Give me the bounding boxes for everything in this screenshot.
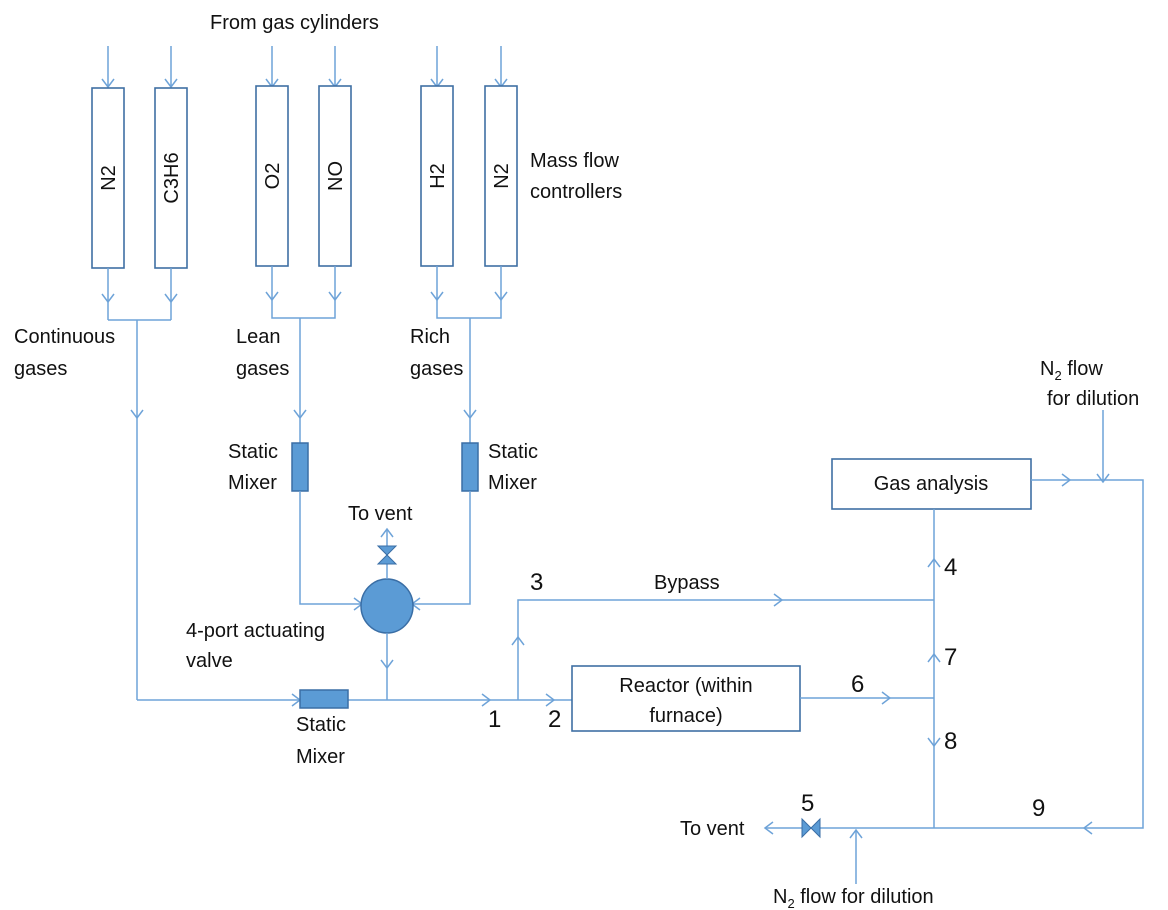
static-mixer-main-label1: Static [296, 714, 346, 736]
point-5: 5 [801, 790, 814, 817]
continuous-label-line1: Continuous [14, 326, 115, 348]
mfc-h2: H2 [420, 85, 454, 267]
mfc-c3h6: C3H6 [154, 87, 188, 269]
dilution-top-label-line2: for dilution [1047, 388, 1139, 410]
static-mixer-main [299, 689, 349, 709]
bottom-vent-line [763, 821, 934, 884]
to-vent-bottom-label: To vent [680, 818, 745, 840]
reactor-label-line1: Reactor (within [619, 675, 752, 697]
point-6: 6 [851, 671, 864, 698]
dilution-top-label-line1: N2 flow [1040, 358, 1103, 383]
mfc-no: NO [318, 85, 352, 267]
cylinder-inlet-arrows [101, 46, 508, 89]
bypass-label: Bypass [654, 572, 720, 594]
lean-label-line1: Lean [236, 326, 281, 348]
four-port-valve-label2: valve [186, 650, 233, 672]
four-port-valve-label1: 4-port actuating [186, 620, 325, 642]
mfc-o2: O2 [255, 85, 289, 267]
main-feed-line [137, 693, 572, 707]
source-label: From gas cylinders [210, 12, 379, 34]
point-4: 4 [944, 554, 957, 581]
rich-label-line2: gases [410, 358, 463, 380]
lean-label-line2: gases [236, 358, 289, 380]
static-mixer-rich-label1: Static [488, 441, 538, 463]
gas-analysis: Gas analysis [831, 458, 1032, 510]
svg-text:H2: H2 [427, 163, 449, 189]
mfc-n2-rich: N2 [484, 85, 518, 267]
svg-text:N2: N2 [491, 163, 513, 189]
rich-gas-manifold [430, 266, 508, 443]
static-mixer-rich [461, 442, 479, 492]
reactor: Reactor (within furnace) [571, 665, 801, 732]
static-mixer-lean [291, 442, 309, 492]
svg-text:C3H6: C3H6 [161, 152, 183, 203]
lean-gas-manifold [265, 266, 342, 443]
mfc-n2-continuous: N2 [91, 87, 125, 269]
point-9: 9 [1032, 795, 1045, 822]
valve-outlet-line [380, 633, 394, 700]
to-vent-top-label: To vent [348, 503, 413, 525]
rich-label-line1: Rich [410, 326, 450, 348]
point-3: 3 [530, 569, 543, 596]
point-1: 1 [488, 706, 501, 733]
static-mixer-rich-label2: Mixer [488, 472, 537, 494]
point-8: 8 [944, 728, 957, 755]
static-mixer-main-label2: Mixer [296, 746, 345, 768]
static-mixer-lean-label1: Static [228, 441, 278, 463]
svg-text:NO: NO [325, 161, 347, 191]
four-port-valve [360, 578, 414, 634]
top-vent-valve [376, 527, 398, 579]
svg-text:N2: N2 [98, 165, 120, 191]
mfc-caption-line2: controllers [530, 181, 622, 203]
reactor-label-line2: furnace) [649, 705, 722, 727]
static-mixer-lean-label2: Mixer [228, 472, 277, 494]
bypass-line [511, 593, 934, 700]
continuous-gas-manifold [101, 268, 178, 700]
bottom-vent-valve [801, 817, 821, 839]
collector-line [927, 509, 941, 828]
continuous-label-line2: gases [14, 358, 67, 380]
gas-analysis-label: Gas analysis [874, 473, 989, 495]
svg-text:O2: O2 [262, 163, 284, 190]
mfc-caption-line1: Mass flow [530, 150, 619, 172]
analyzer-exhaust-loop [934, 410, 1144, 835]
point-2: 2 [548, 706, 561, 733]
dilution-bottom-label: N2 flow for dilution [773, 886, 934, 910]
point-7: 7 [944, 644, 957, 671]
reactor-outlet-line [800, 691, 934, 705]
